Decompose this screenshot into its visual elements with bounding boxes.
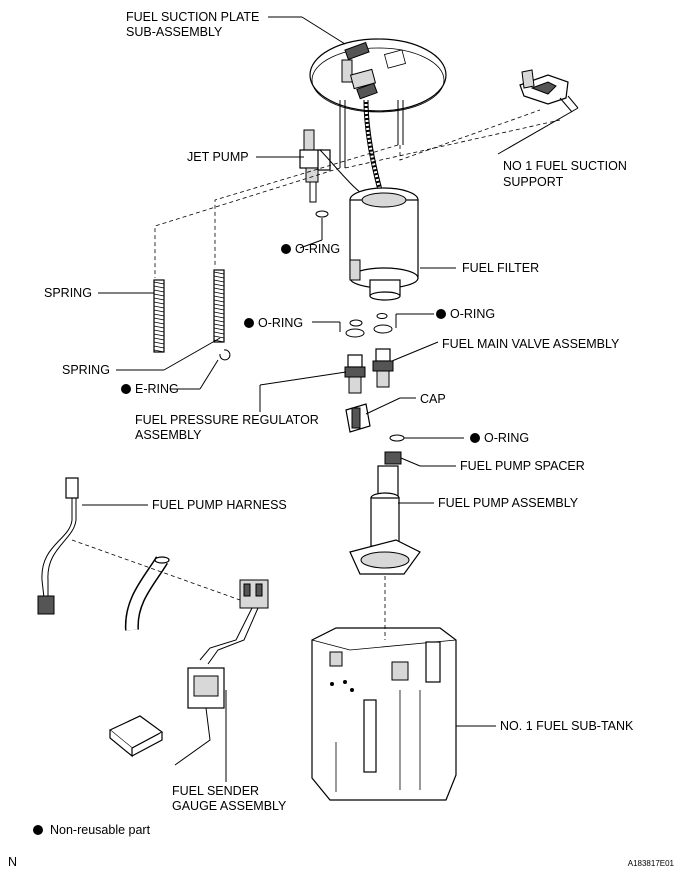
label-fuel-pressure-reg-2: ASSEMBLY — [135, 428, 202, 442]
bullet-e-ring — [121, 384, 131, 394]
label-cap: CAP — [420, 392, 446, 406]
label-fuel-suction-plate-1: FUEL SUCTION PLATE — [126, 10, 259, 24]
label-oring-pump: O-RING — [484, 431, 529, 445]
oring-left-large-drawing — [345, 328, 365, 338]
fuel-sender-gauge-drawing — [108, 579, 269, 766]
hose-end — [154, 556, 170, 564]
leader-lines — [82, 16, 579, 782]
bullet-oring-left — [244, 318, 254, 328]
label-oring-right: O-RING — [450, 307, 495, 321]
label-fuel-pressure-reg-1: FUEL PRESSURE REGULATOR — [135, 413, 319, 427]
legend-text: Non-reusable part — [50, 823, 151, 837]
no1-fuel-suction-support-drawing — [519, 69, 579, 113]
spring-upper-drawing — [153, 279, 165, 353]
hose-fill — [126, 557, 167, 631]
oring-left-small-drawing — [349, 319, 363, 327]
label-fuel-pump-assembly: FUEL PUMP ASSEMBLY — [438, 496, 579, 510]
label-spring-upper: SPRING — [44, 286, 92, 300]
label-e-ring: E-RING — [135, 382, 179, 396]
bullet-oring-pump — [470, 433, 480, 443]
label-fuel-suction-plate-2: SUB-ASSEMBLY — [126, 25, 223, 39]
no1-fuel-sub-tank-drawing — [311, 627, 457, 801]
label-oring-left: O-RING — [258, 316, 303, 330]
label-spring-lower: SPRING — [62, 363, 110, 377]
label-fuel-main-valve: FUEL MAIN VALVE ASSEMBLY — [442, 337, 620, 351]
footer-left: N — [8, 855, 17, 869]
spring-lower-drawing — [213, 269, 225, 343]
label-fuel-pump-harness: FUEL PUMP HARNESS — [152, 498, 287, 512]
oring-pump-drawing — [389, 434, 405, 442]
oring-right-large-drawing — [373, 324, 393, 334]
fuel-pressure-regulator-drawing — [344, 354, 366, 394]
label-no1-sub-tank: NO. 1 FUEL SUB-TANK — [500, 719, 634, 733]
label-fuel-sender-1: FUEL SENDER — [172, 784, 259, 798]
fuel-pump-spacer-drawing — [384, 451, 402, 465]
e-ring-drawing — [219, 349, 231, 361]
jet-pump-drawing — [299, 129, 361, 203]
label-no1-suction-support-1: NO 1 FUEL SUCTION — [503, 159, 627, 173]
label-fuel-pump-spacer: FUEL PUMP SPACER — [460, 459, 585, 473]
fuel-pump-assembly-drawing — [349, 465, 421, 575]
label-no1-suction-support-2: SUPPORT — [503, 175, 564, 189]
legend-bullet — [33, 825, 43, 835]
fuel-suction-plate-drawing — [309, 38, 447, 191]
fuel-pump-harness-drawing — [37, 477, 79, 615]
footer-right: A183817E01 — [628, 859, 675, 868]
label-fuel-sender-2: GAUGE ASSEMBLY — [172, 799, 287, 813]
label-oring-jet: O-RING — [295, 242, 340, 256]
label-jet-pump: JET PUMP — [187, 150, 249, 164]
jet-pump-oring-drawing — [315, 210, 329, 218]
bullet-oring-jet — [281, 244, 291, 254]
alignment-lines — [71, 109, 561, 640]
label-fuel-filter: FUEL FILTER — [462, 261, 539, 275]
cap-drawing — [345, 403, 371, 433]
oring-right-small-drawing — [376, 313, 388, 319]
fuel-main-valve-drawing — [372, 348, 394, 388]
fuel-filter-drawing — [349, 187, 419, 301]
bullet-oring-right — [436, 309, 446, 319]
